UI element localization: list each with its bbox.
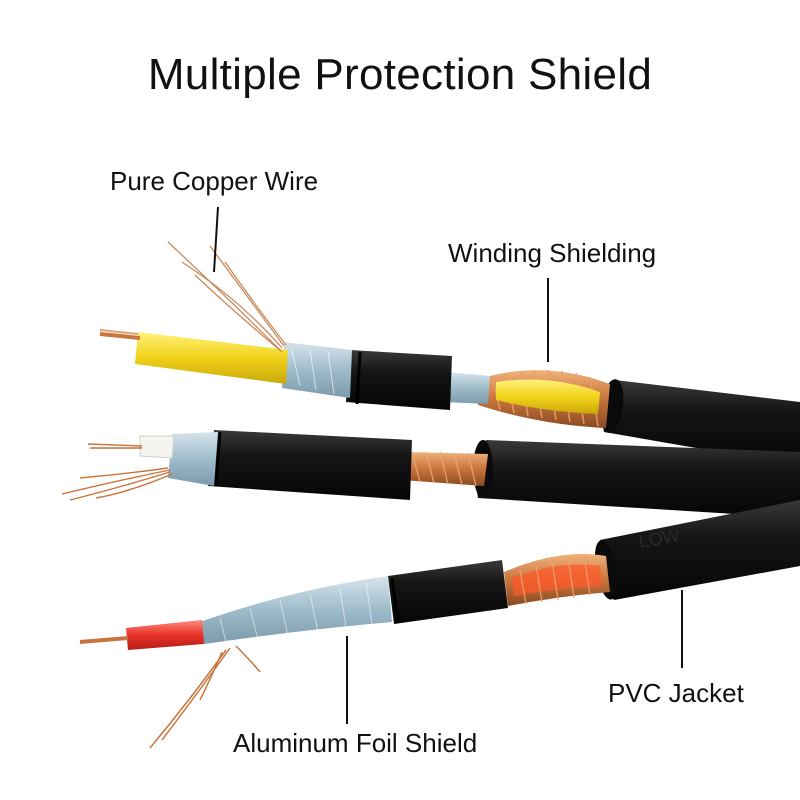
label-pvc-jacket: PVC Jacket bbox=[608, 678, 744, 708]
cable-middle bbox=[61, 430, 800, 518]
copper-pointer bbox=[213, 206, 219, 273]
page-title: Multiple Protection Shield bbox=[147, 50, 653, 99]
pointer-lines bbox=[213, 206, 683, 724]
cable-bottom: LOW bbox=[79, 500, 800, 749]
cable-top bbox=[99, 241, 800, 466]
label-pure-copper-wire: Pure Copper Wire bbox=[110, 166, 319, 196]
label-winding-shielding: Winding Shielding bbox=[448, 238, 657, 268]
label-aluminum-foil-shield: Aluminum Foil Shield bbox=[233, 728, 478, 758]
